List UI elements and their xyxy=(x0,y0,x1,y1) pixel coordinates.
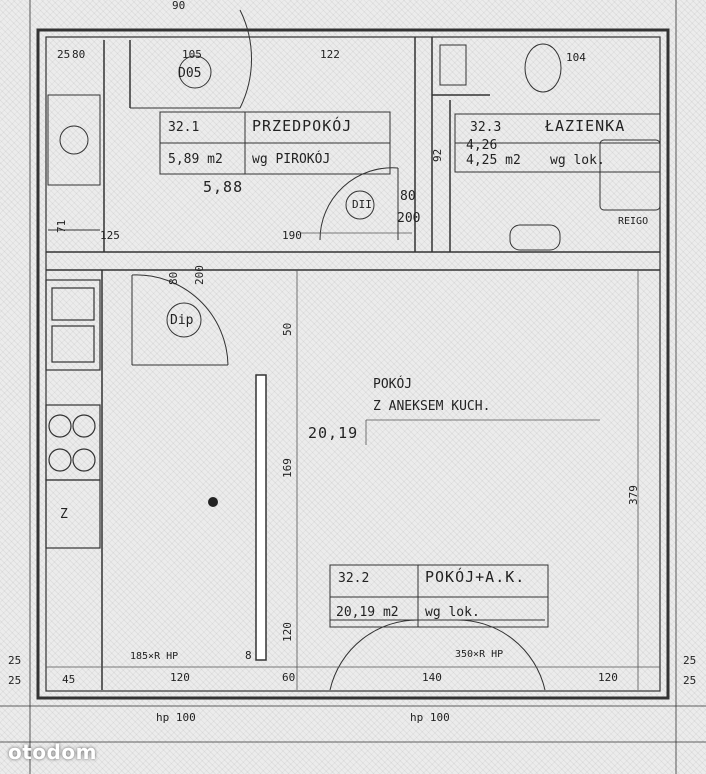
bathroom-name: ŁAZIENKA xyxy=(545,117,626,135)
fridge-label: Z xyxy=(60,507,68,522)
entrance-door xyxy=(130,9,253,109)
dim-top-105: 105 xyxy=(182,48,202,61)
bathroom-area-declared: 4,25 m2 xyxy=(466,153,521,168)
bathroom-fixtures xyxy=(439,43,661,251)
dim-bottom-185: 185×R HP xyxy=(130,651,179,662)
door-label-dii: DII xyxy=(352,198,372,211)
hall-area-declared: 5,89 m2 xyxy=(168,152,223,167)
dim-190: 190 xyxy=(282,229,302,242)
dim-92: 92 xyxy=(431,148,444,162)
interior-walls xyxy=(46,37,660,690)
main-area-note: wg lok. xyxy=(425,605,480,620)
dim-bottom-350: 350×R HP xyxy=(455,649,504,660)
dim-top-25: 25 xyxy=(57,48,71,61)
dim-8: 8 xyxy=(245,649,252,662)
dim-200-vertical: 200 xyxy=(193,265,206,285)
door-label-d05: D05 xyxy=(178,66,202,81)
room-door-swing xyxy=(131,274,229,366)
dim-bottom-120a: 120 xyxy=(170,671,190,684)
bathroom-area-measured: 4,26 xyxy=(466,138,498,153)
dim-bottom-120b: 120 xyxy=(598,671,618,684)
dimension-lines xyxy=(46,232,660,690)
dim-379: 379 xyxy=(627,485,640,505)
main-desc-line1: POKÓJ xyxy=(373,377,413,392)
main-area-measured: 20,19 xyxy=(308,424,359,442)
main-area-declared: 20,19 m2 xyxy=(336,605,399,620)
hall-area-note: wg PIROKÓJ xyxy=(252,152,331,167)
dim-125: 125 xyxy=(100,229,120,242)
dim-200: 200 xyxy=(397,211,421,226)
otodom-watermark: otodom xyxy=(8,740,97,764)
interior-column xyxy=(255,374,267,661)
floor-marker xyxy=(208,497,218,507)
dim-top-122: 122 xyxy=(320,48,340,61)
hall-name: PRZEDPOKÓJ xyxy=(252,117,353,135)
dim-80-vertical: 80 xyxy=(167,271,180,285)
bathroom-number: 32.3 xyxy=(470,120,502,135)
balcony-door-swings xyxy=(329,619,546,691)
dim-169: 169 xyxy=(281,458,294,478)
dim-bottom-hp100a: hp 100 xyxy=(156,711,196,724)
door-label-dip: Dip xyxy=(170,313,194,328)
main-name: POKÓJ+A.K. xyxy=(425,568,526,586)
main-number: 32.2 xyxy=(338,571,370,586)
bathroom-area-note: wg lok. xyxy=(550,153,605,168)
dim-80: 80 xyxy=(400,189,416,204)
dim-bottom-hp100b: hp 100 xyxy=(410,711,450,724)
dim-50: 50 xyxy=(281,322,294,336)
dim-edge-45: 45 xyxy=(62,673,76,686)
dim-top-90: 90 xyxy=(172,0,186,12)
dim-edge-25b: 25 xyxy=(8,674,22,687)
dim-edge-25a: 25 xyxy=(8,654,22,667)
dim-bottom-140: 140 xyxy=(422,671,442,684)
dim-top-104: 104 xyxy=(566,51,586,64)
dim-edge-25d: 25 xyxy=(683,674,697,687)
dim-120-vertical: 120 xyxy=(281,622,294,642)
dim-top-80: 80 xyxy=(72,48,86,61)
dim-edge-25c: 25 xyxy=(683,654,697,667)
dim-bottom-60: 60 xyxy=(282,671,296,684)
upper-kitchen xyxy=(47,94,101,231)
kitchen-counter xyxy=(45,279,101,549)
door-markers xyxy=(166,55,375,338)
hall-area-measured: 5,88 xyxy=(203,178,244,196)
room-label-boxes xyxy=(159,111,661,628)
bathroom-reigo: REIGO xyxy=(618,216,649,227)
main-desc-line2: Z ANEKSEM KUCH. xyxy=(373,399,491,414)
hall-number: 32.1 xyxy=(168,120,200,135)
bathroom-door-swing xyxy=(319,167,399,241)
dim-71: 71 xyxy=(55,219,68,233)
